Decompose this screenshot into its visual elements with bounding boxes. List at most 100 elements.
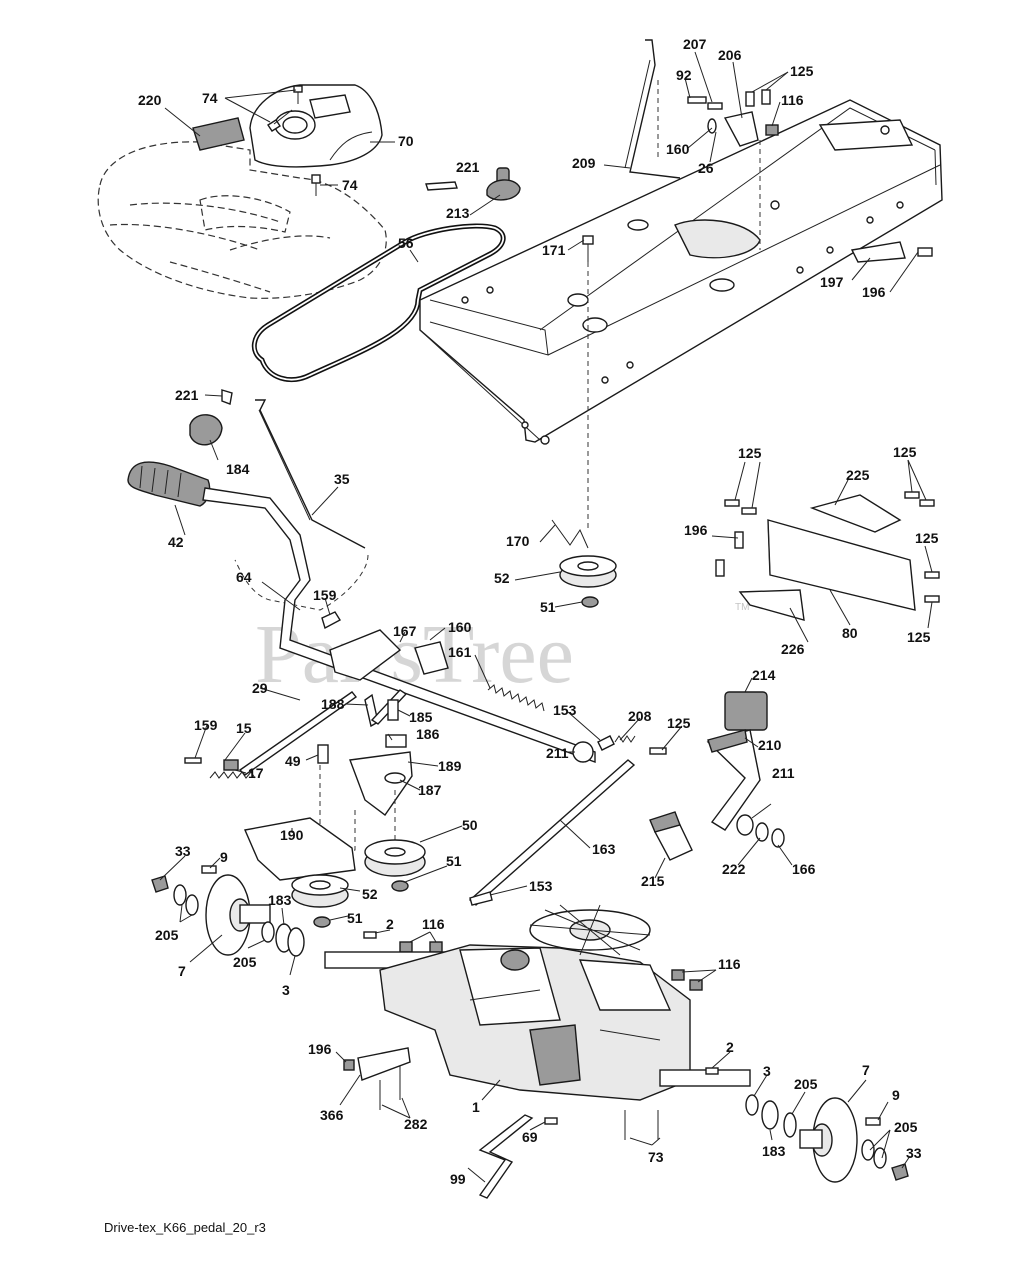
nuts-116c (671, 969, 703, 991)
cotter-pin-221 (425, 181, 458, 191)
washer-222 (755, 822, 769, 842)
callout-221a: 221 (456, 159, 480, 175)
hub-7a[interactable] (205, 874, 271, 956)
callout-116c: 116 (718, 956, 741, 972)
idler-pulley-52b[interactable] (291, 874, 349, 908)
shift-lever-64[interactable] (202, 487, 596, 763)
transaxle-1[interactable] (324, 944, 751, 1101)
callout-69: 69 (522, 1129, 538, 1145)
callout-205d: 205 (894, 1119, 918, 1135)
knob-213[interactable] (486, 167, 521, 201)
callout-187: 187 (418, 782, 442, 798)
callout-189: 189 (438, 758, 462, 774)
callout-35: 35 (334, 471, 350, 487)
callout-211a: 211 (546, 745, 569, 761)
watermark-trademark: TM (735, 602, 749, 613)
bolts-73 (624, 1110, 659, 1140)
hood-outline (97, 141, 387, 299)
dash-panel[interactable] (249, 84, 383, 168)
spacer-186 (385, 734, 407, 748)
callout-92: 92 (676, 67, 692, 83)
callout-116a: 116 (781, 92, 804, 108)
callout-159b: 159 (194, 717, 218, 733)
callout-206: 206 (718, 47, 742, 63)
spacer-3a (287, 927, 305, 957)
callout-186: 186 (416, 726, 440, 742)
plate-206 (723, 111, 759, 147)
clip-221b (221, 389, 233, 405)
callout-125f: 125 (667, 715, 691, 731)
callout-205a: 205 (155, 927, 179, 943)
callout-1: 1 (472, 1099, 480, 1115)
pedal-arm-210[interactable] (706, 729, 761, 831)
callout-159a: 159 (313, 587, 337, 603)
idler-pulley-52a[interactable] (559, 555, 617, 588)
decal-plate (192, 117, 245, 151)
nut-51c (313, 916, 331, 928)
pad-214[interactable] (724, 691, 768, 731)
callout-125d: 125 (915, 530, 939, 546)
bushing-211b (736, 814, 754, 836)
main-frame (419, 99, 943, 445)
screw-74 (267, 109, 293, 132)
callout-125e: 125 (907, 629, 931, 645)
callout-15: 15 (236, 720, 252, 736)
plate-190 (244, 817, 356, 881)
drive-belt[interactable] (251, 223, 506, 383)
callout-208: 208 (628, 708, 652, 724)
plate-226 (738, 589, 805, 621)
callout-153b: 153 (529, 878, 553, 894)
bracket-366 (357, 1047, 411, 1081)
callout-125c: 125 (893, 444, 917, 460)
callout-170: 170 (506, 533, 530, 549)
callout-184: 184 (226, 461, 250, 477)
callout-42: 42 (168, 534, 184, 550)
callout-74b: 74 (342, 177, 358, 193)
nut-51b (391, 880, 409, 892)
clip-153a (597, 735, 615, 751)
callout-52a: 52 (494, 570, 510, 586)
pedal-215[interactable] (649, 811, 693, 861)
bushing-211a (572, 741, 594, 763)
callout-64: 64 (236, 569, 252, 585)
callout-3b: 3 (763, 1063, 771, 1079)
callout-73: 73 (648, 1149, 664, 1165)
callout-51b: 51 (446, 853, 462, 869)
callout-2a: 2 (386, 916, 394, 932)
bolt-171 (582, 235, 594, 262)
callout-183b: 183 (762, 1143, 786, 1159)
callout-3a: 3 (282, 982, 290, 998)
lift-rod-209[interactable] (624, 39, 681, 179)
callout-160a: 160 (666, 141, 690, 157)
bolt-9a (201, 865, 217, 874)
knob-184[interactable] (189, 414, 223, 446)
callout-49: 49 (285, 753, 301, 769)
washer-3b (745, 1094, 759, 1116)
bolt-125f (649, 747, 667, 755)
grip-42[interactable] (127, 461, 211, 507)
callout-171: 171 (542, 242, 566, 258)
rod-99[interactable] (478, 1114, 534, 1199)
bolts-282 (379, 1066, 401, 1110)
callout-196b: 196 (684, 522, 708, 538)
bolt-185 (387, 699, 399, 721)
callout-197: 197 (820, 274, 844, 290)
callout-7b: 7 (862, 1062, 870, 1078)
callout-160b: 160 (448, 619, 472, 635)
callout-366: 366 (320, 1107, 344, 1123)
callout-9a: 9 (220, 849, 228, 865)
key-2b (705, 1067, 719, 1075)
washers-205d (861, 1139, 887, 1169)
callout-161: 161 (448, 644, 472, 660)
callout-210: 210 (758, 737, 782, 753)
control-rod-35[interactable] (255, 399, 366, 549)
callout-70: 70 (398, 133, 414, 149)
diagram-caption: Drive-tex_K66_pedal_20_r3 (104, 1220, 266, 1235)
callout-50: 50 (462, 817, 478, 833)
nuts-116b (399, 941, 443, 953)
hub-7b[interactable] (799, 1097, 858, 1183)
pulley-50[interactable] (364, 839, 426, 877)
callout-220: 220 (138, 92, 162, 108)
